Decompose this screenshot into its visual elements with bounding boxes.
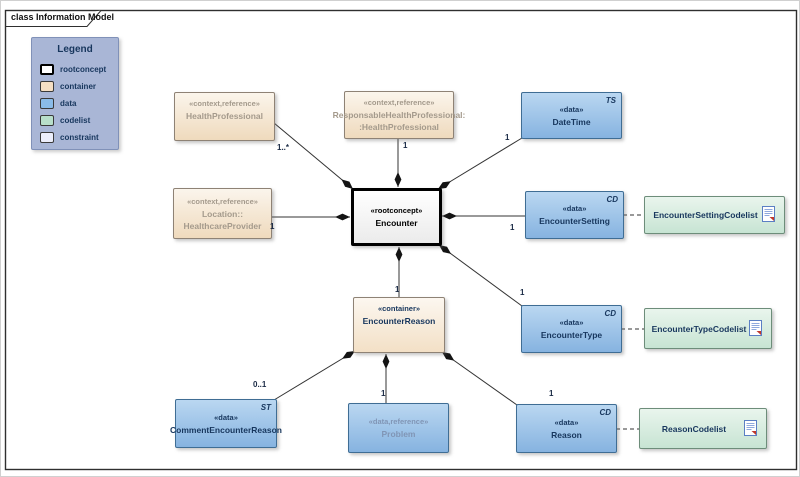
- node-name: EncounterSetting: [539, 216, 610, 226]
- node-date-time[interactable]: TS «data» DateTime: [521, 92, 622, 139]
- legend: Legend rootconcept container data codeli…: [31, 37, 119, 150]
- legend-label: constraint: [60, 133, 99, 142]
- legend-swatch-constraint: [40, 132, 54, 143]
- document-icon: [749, 319, 762, 338]
- type-letter: CD: [599, 408, 611, 417]
- stereotype: «data»: [559, 318, 584, 327]
- legend-label: codelist: [60, 116, 91, 125]
- node-name: HealthProfessional: [186, 111, 263, 121]
- node-name: Location::: [201, 208, 244, 219]
- stereotype: «data,reference»: [368, 417, 429, 426]
- type-letter: CD: [604, 309, 616, 318]
- stereotype: «data»: [559, 104, 584, 114]
- stereotype: «context,reference»: [363, 98, 435, 107]
- legend-label: data: [60, 99, 77, 108]
- multiplicity-encounter-reason: 1: [395, 285, 400, 294]
- node-reason-codelist[interactable]: ReasonCodelist: [639, 408, 767, 449]
- legend-item-rootconcept: rootconcept: [40, 63, 118, 76]
- node-name-line2: HealthcareProvider: [183, 220, 262, 231]
- type-letter: TS: [605, 96, 616, 105]
- multiplicity-date-time: 1: [505, 133, 510, 142]
- node-encounter-type[interactable]: CD «data» EncounterType: [521, 305, 622, 353]
- legend-item-constraint: constraint: [40, 131, 118, 144]
- legend-item-data: data: [40, 97, 118, 110]
- legend-item-container: container: [40, 80, 118, 93]
- node-name-line2: :HealthProfessional: [359, 122, 439, 132]
- diagram-frame: [4, 9, 798, 471]
- node-name: EncounterTypeCodelist: [651, 323, 747, 334]
- node-name: EncounterSettingCodelist: [653, 210, 758, 220]
- multiplicity-responsible-health-professional: 1: [403, 141, 408, 150]
- legend-label: container: [60, 82, 97, 91]
- frame-title: class Information Model: [11, 12, 115, 22]
- document-icon: [762, 206, 775, 224]
- node-comment-encounter-reason[interactable]: ST «data» CommentEncounterReason: [170, 399, 282, 448]
- stereotype: «rootconcept»: [370, 206, 423, 215]
- multiplicity-health-professional: 1..*: [277, 143, 290, 152]
- legend-item-codelist: codelist: [40, 114, 118, 127]
- stereotype: «data»: [562, 204, 587, 213]
- multiplicity-problem: 1: [381, 389, 386, 398]
- node-name: Encounter: [375, 218, 418, 228]
- legend-swatch-container: [40, 81, 54, 92]
- frame-tab: [5, 10, 102, 27]
- node-name: DateTime: [552, 116, 591, 127]
- type-letter: ST: [260, 403, 271, 412]
- node-name: EncounterType: [540, 330, 603, 340]
- node-name: ReasonCodelist: [661, 423, 727, 434]
- multiplicity-encounter-type: 1: [520, 288, 525, 297]
- node-encounter[interactable]: «rootconcept» Encounter: [351, 188, 442, 246]
- stereotype: «data»: [214, 412, 238, 422]
- node-reason[interactable]: CD «data» Reason: [516, 404, 617, 453]
- multiplicity-location: 1: [270, 222, 275, 231]
- stereotype: «context,reference»: [187, 196, 258, 206]
- node-name: EncounterReason: [362, 316, 436, 326]
- multiplicity-comment-encounter-reason: 0..1: [253, 380, 267, 389]
- legend-label: rootconcept: [60, 65, 107, 74]
- document-icon: [744, 419, 757, 438]
- legend-swatch-rootconcept: [40, 64, 54, 75]
- type-letter: CD: [606, 195, 618, 204]
- stereotype: «data»: [554, 417, 579, 427]
- node-name: ResponsableHealthProfessional:: [332, 110, 466, 120]
- node-encounter-setting-codelist[interactable]: EncounterSettingCodelist: [644, 196, 785, 234]
- node-responsible-health-professional[interactable]: «context,reference» ResponsableHealthPro…: [333, 91, 465, 139]
- stereotype: «context,reference»: [189, 99, 260, 108]
- stereotype: «container»: [377, 304, 421, 313]
- node-health-professional[interactable]: «context,reference» HealthProfessional: [174, 92, 275, 141]
- node-location-healthcare-provider[interactable]: «context,reference» Location:: Healthcar…: [173, 188, 272, 239]
- node-name: CommentEncounterReason: [170, 424, 282, 435]
- node-encounter-setting[interactable]: CD «data» EncounterSetting: [525, 191, 624, 239]
- node-name: Problem: [381, 429, 416, 439]
- node-problem[interactable]: «data,reference» Problem: [348, 403, 449, 453]
- legend-title: Legend: [57, 44, 93, 55]
- multiplicity-encounter-setting: 1: [510, 223, 515, 232]
- node-encounter-reason[interactable]: «container» EncounterReason: [353, 297, 445, 353]
- node-name: Reason: [551, 429, 582, 440]
- multiplicity-reason: 1: [549, 389, 554, 398]
- legend-swatch-codelist: [40, 115, 54, 126]
- node-encounter-type-codelist[interactable]: EncounterTypeCodelist: [644, 308, 772, 349]
- legend-swatch-data: [40, 98, 54, 109]
